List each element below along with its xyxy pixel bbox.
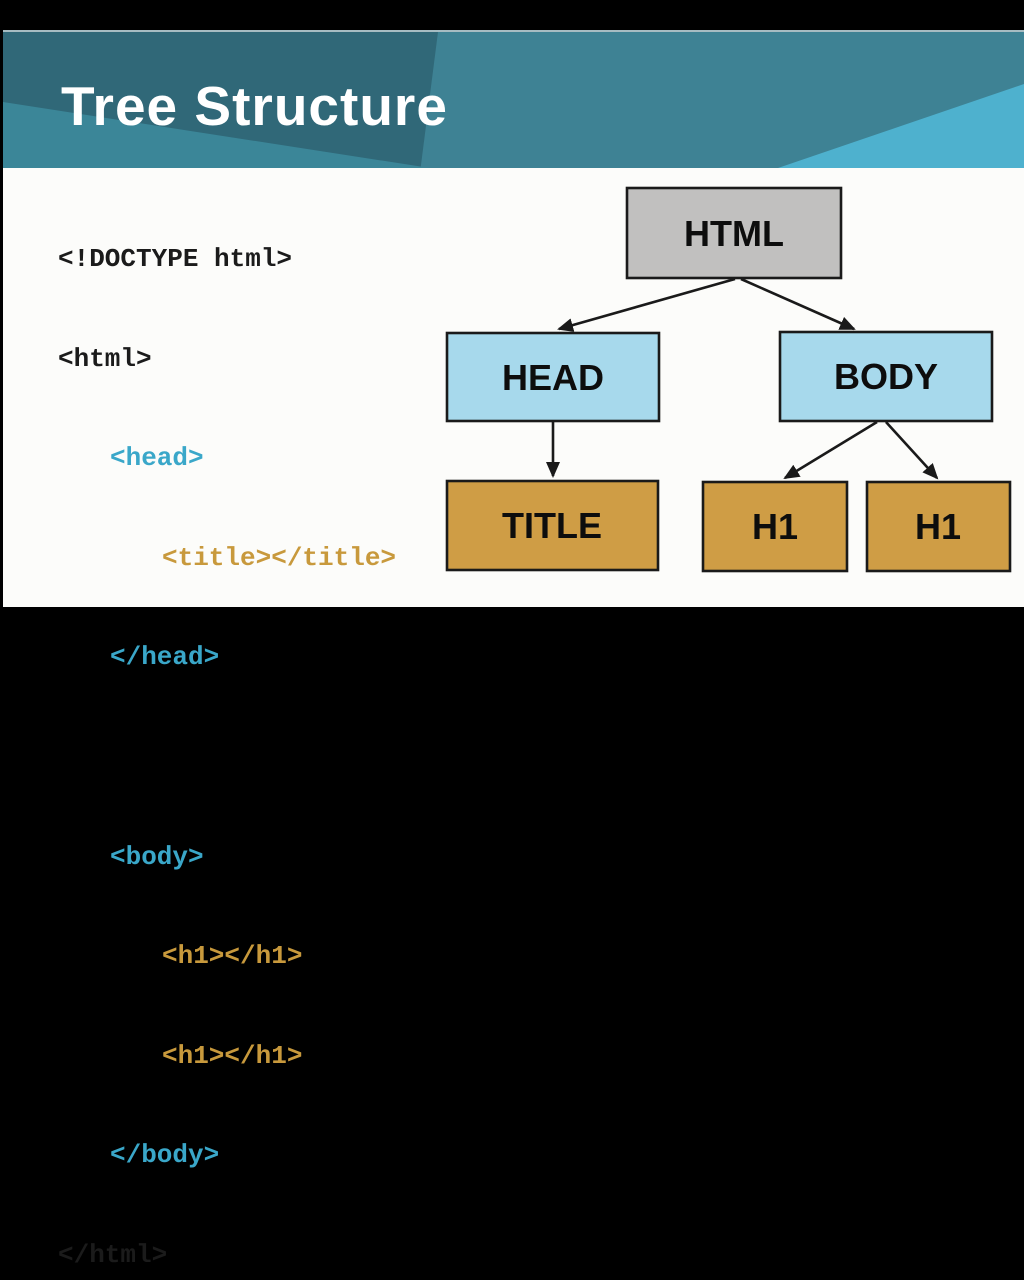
slide-title: Tree Structure (61, 75, 448, 137)
code-line-h1-second: <h1></h1> (162, 1040, 303, 1071)
code-line-body-close: </body> (110, 1140, 220, 1171)
node-title-box (445, 479, 660, 572)
code-line-title: <title></title> (162, 542, 397, 573)
node-h1-first-box (701, 480, 849, 573)
header-band: Tree Structure (3, 30, 1024, 168)
edge-body-to-h1-second (885, 421, 939, 480)
code-line-html-close: </html> (58, 1239, 168, 1270)
code-line-head-open: <head> (110, 443, 204, 474)
edge-html-to-head (557, 277, 736, 332)
code-line-head-close: </head> (110, 642, 220, 673)
node-body-box (778, 330, 994, 423)
node-body-label: BODY (834, 356, 938, 397)
node-h1-second-box (865, 480, 1012, 573)
header-facet-right-wedge (778, 84, 1024, 168)
code-line-doctype: <!DOCTYPE html> (58, 244, 293, 274)
code-line-blank (58, 738, 396, 778)
tree-diagram: HTML HEAD BODY TITLE H1 H1 (445, 186, 1012, 573)
code-line-h1-first: <h1></h1> (162, 941, 303, 972)
code-block: <!DOCTYPE html> <html> <head> <title></t… (58, 180, 396, 1280)
node-head-label: HEAD (502, 357, 604, 398)
node-h1-second-label: H1 (915, 506, 961, 547)
code-line-html-open: <html> (58, 343, 152, 374)
node-h1-first-label: H1 (752, 506, 798, 547)
node-html-box (625, 186, 843, 280)
node-head-box (445, 331, 661, 423)
slide: Tree Structure <!DOCTYPE html> <html> <h… (3, 30, 1024, 1270)
edge-html-to-body (740, 277, 856, 331)
node-html-label: HTML (684, 213, 784, 254)
node-title-label: TITLE (502, 505, 602, 546)
edge-body-to-h1-first (783, 420, 878, 480)
code-line-body-open: <body> (110, 841, 204, 872)
